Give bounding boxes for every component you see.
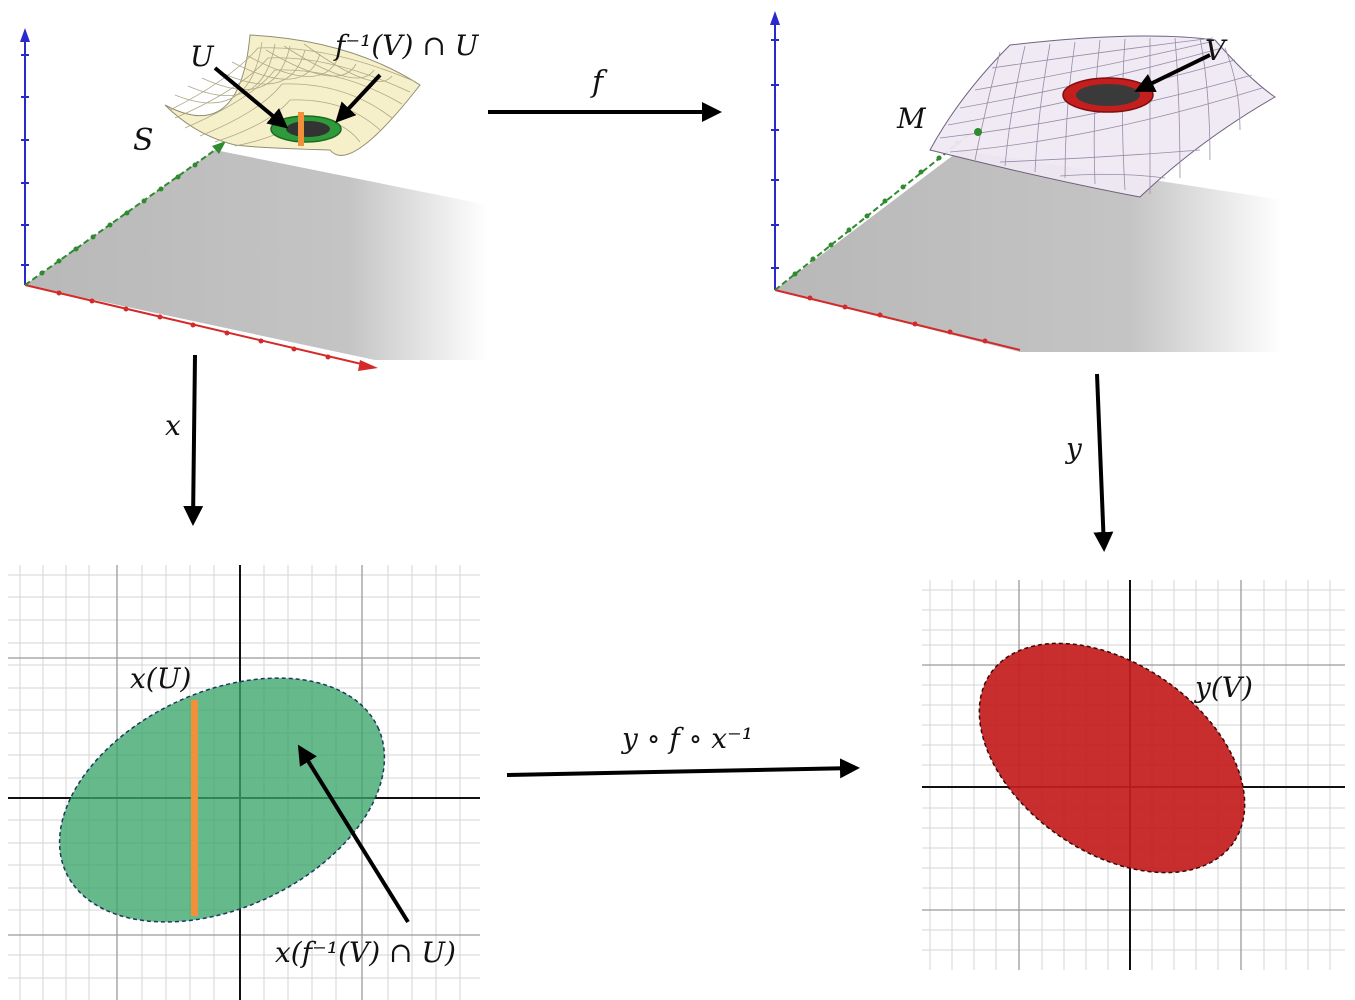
- y-axis-arrowhead: [212, 141, 226, 154]
- x-axis-M: [774, 289, 1021, 351]
- orange-segment-on-S: [298, 112, 304, 146]
- z-axis-M-arrowhead: [770, 11, 780, 25]
- x-axis-arrowhead: [358, 360, 378, 371]
- z-axis-arrowhead: [20, 28, 30, 42]
- preimage-hole-on-S: [286, 121, 330, 137]
- arrow-U-pointer: [213, 66, 289, 129]
- z-axis-M-ticks: [771, 39, 779, 269]
- surface-S-mesh: [169, 41, 417, 147]
- label-M: M: [896, 102, 927, 135]
- map-y: y: [1064, 373, 1114, 552]
- label-preimage: f⁻¹(V) ∩ U: [333, 29, 480, 62]
- M-point: [974, 128, 982, 136]
- arrow-y: [1093, 373, 1114, 552]
- arrow-x-preimage-pointer: [297, 744, 410, 924]
- label-yV: y(V): [1193, 671, 1253, 704]
- y-axis-M-ticks: [792, 140, 960, 277]
- label-composite: y ∘ f ∘ x⁻¹: [620, 722, 753, 755]
- arrow-x: [183, 354, 204, 526]
- shadow-plane: [25, 150, 488, 360]
- V-hole-on-M: [1076, 84, 1140, 106]
- z-axis-ticks: [21, 54, 29, 266]
- label-x: x: [165, 409, 181, 442]
- surface-M: [929, 35, 1276, 198]
- chart-x-panel: [8, 565, 480, 1000]
- y-of-V-region: [978, 642, 1246, 874]
- map-composite: y ∘ f ∘ x⁻¹: [506, 722, 860, 779]
- x-of-U-region: [58, 677, 386, 923]
- x-axis: [24, 284, 371, 367]
- label-y: y: [1064, 432, 1083, 465]
- arrow-preimage-pointer: [335, 73, 382, 123]
- label-V: V: [1205, 34, 1228, 67]
- shadow-plane-M: [775, 150, 1282, 352]
- label-xU: x(U): [130, 662, 191, 695]
- arrow-composite: [506, 758, 860, 779]
- surface-S: [164, 34, 421, 156]
- label-S: S: [133, 123, 154, 158]
- label-f: f: [590, 65, 608, 100]
- x-axis-M-ticks: [807, 295, 988, 344]
- label-U: U: [190, 40, 215, 73]
- manifold-M-panel: V M: [770, 11, 1282, 352]
- x-axis-ticks: [56, 290, 331, 360]
- chart-y-panel: [922, 580, 1345, 970]
- arrow-V-pointer: [1134, 53, 1211, 92]
- label-x-preimage: x(f⁻¹(V) ∩ U): [275, 936, 456, 969]
- orange-segment-chart: [191, 700, 198, 916]
- map-x: x: [165, 354, 204, 526]
- y-axis-ticks: [39, 162, 198, 276]
- surface-S-panel: U f⁻¹(V) ∩ U S: [20, 28, 488, 371]
- map-f: f: [488, 65, 722, 122]
